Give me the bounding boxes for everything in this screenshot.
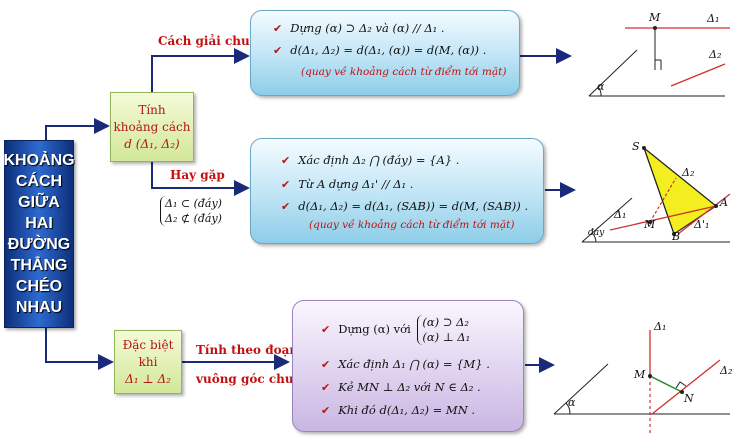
label-perp-line-2: vuông góc chung xyxy=(196,372,311,386)
general-note: (quay về khoảng cách từ điểm tới mặt) xyxy=(301,66,507,78)
figure-general: M Δ₁ Δ₂ α xyxy=(585,8,735,104)
condition-2: Δ₂ ⊄ (đáy) xyxy=(165,212,222,225)
fig2-label-A: A xyxy=(720,196,728,209)
common-conditions: Δ₁ ⊂ (đáy) Δ₂ ⊄ (đáy) xyxy=(160,196,222,226)
fig1-label-d1: Δ₁ xyxy=(707,12,720,25)
arrow-to-common xyxy=(151,160,250,196)
perp-step-2: ✔Xác định Δ₁ ⋂ (α) = {M} . xyxy=(321,357,490,371)
common-step-3: ✔d(Δ₁, Δ₂) = d(Δ₁, (SAB)) = d(M, (SAB)) … xyxy=(281,199,529,213)
common-step-2: ✔Từ A dựng Δ₁' // Δ₁ . xyxy=(281,177,414,191)
figure-perp-drawing xyxy=(553,330,730,436)
compute-line-2: khoảng cách xyxy=(113,119,191,134)
figure-common-drawing xyxy=(581,146,731,243)
arrow-to-general xyxy=(151,48,250,92)
fig2-label-M: M xyxy=(644,218,656,231)
fig2-label-B: B xyxy=(672,230,681,243)
label-perp-line-1: Tính theo đoạn xyxy=(196,343,299,357)
label-common-case: Hay gặp xyxy=(170,168,225,182)
arrow-main-to-compute xyxy=(45,118,110,140)
fig3-label-d2: Δ₂ xyxy=(720,364,733,377)
perp-step-3: ✔Kẻ MN ⊥ Δ₂ với N ∈ Δ₂ . xyxy=(321,380,481,394)
special-case-box: Đặc biệt khi Δ₁ ⊥ Δ₂ xyxy=(114,330,182,394)
fig2-label-d1: Δ₁ xyxy=(614,208,627,221)
special-line-3: Δ₁ ⊥ Δ₂ xyxy=(125,371,171,386)
arrow-main-to-special xyxy=(45,326,114,370)
special-line-1: Đặc biệt xyxy=(122,337,174,352)
condition-1: Δ₁ ⊂ (đáy) xyxy=(165,197,222,210)
figure-general-drawing xyxy=(588,26,730,97)
perp-step-1: ✔Dựng (α) với (α) ⊃ Δ₂ (α) ⊥ Δ₁ xyxy=(321,315,471,345)
fig3-label-d1: Δ₁ xyxy=(654,320,667,333)
perp-sys-1: (α) ⊃ Δ₂ xyxy=(422,315,470,329)
compute-line-1: Tính xyxy=(138,102,166,117)
common-note: (quay về khoảng cách từ điểm tới mặt) xyxy=(309,219,515,231)
compute-distance-box: Tính khoảng cách d (Δ₁, Δ₂) xyxy=(110,92,194,162)
fig1-label-M: M xyxy=(649,11,661,24)
main-title-box: KHOẢNG CÁCH GIỮA HAI ĐƯỜNG THẲNG CHÉO NH… xyxy=(3,140,75,328)
fig3-label-M: M xyxy=(634,368,646,381)
general-step-2: ✔d(Δ₁, Δ₂) = d(Δ₁, (α)) = d(M, (α)) . xyxy=(273,43,487,57)
perp-method-box: ✔Dựng (α) với (α) ⊃ Δ₂ (α) ⊥ Δ₁ ✔Xác địn… xyxy=(292,300,524,432)
fig2-label-d2: Δ₂ xyxy=(682,166,695,179)
fig1-label-alpha: α xyxy=(597,80,605,93)
fig2-label-plane: đáy xyxy=(588,228,605,238)
figure-perp: Δ₁ Δ₂ M N α xyxy=(550,316,736,440)
figure-common: S Δ₂ A Δ₁ M B Δ'₁ đáy xyxy=(580,138,735,246)
common-method-box: ✔Xác định Δ₂ ⋂ (đáy) = {A} . ✔Từ A dựng … xyxy=(250,138,544,244)
fig2-label-S: S xyxy=(632,140,640,153)
perp-step-4: ✔Khi đó d(Δ₁, Δ₂) = MN . xyxy=(321,403,476,417)
special-line-2: khi xyxy=(138,354,158,369)
fig1-label-d2: Δ₂ xyxy=(709,48,722,61)
common-step-1: ✔Xác định Δ₂ ⋂ (đáy) = {A} . xyxy=(281,153,460,167)
fig3-label-N: N xyxy=(684,392,694,405)
label-general-method: Cách giải chung xyxy=(158,34,267,48)
fig3-label-alpha: α xyxy=(568,396,576,409)
general-method-box: ✔Dựng (α) ⊃ Δ₂ và (α) // Δ₁ . ✔d(Δ₁, Δ₂)… xyxy=(250,10,520,96)
compute-line-3: d (Δ₁, Δ₂) xyxy=(124,136,180,151)
general-step-1: ✔Dựng (α) ⊃ Δ₂ và (α) // Δ₁ . xyxy=(273,21,445,35)
perp-sys-2: (α) ⊥ Δ₁ xyxy=(422,330,471,344)
fig2-label-d1p: Δ'₁ xyxy=(694,218,710,231)
main-title: KHOẢNG CÁCH GIỮA HAI ĐƯỜNG THẲNG CHÉO NH… xyxy=(3,152,75,316)
